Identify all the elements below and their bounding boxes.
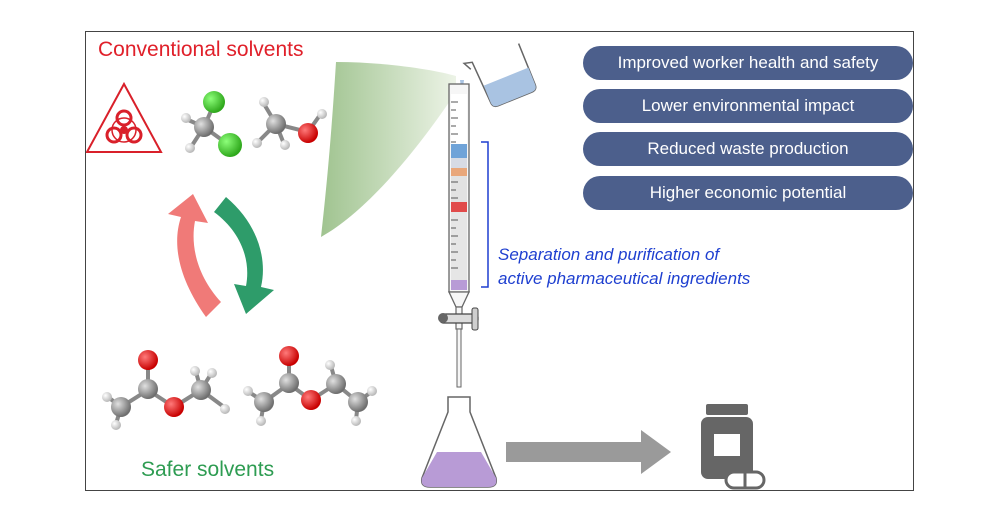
safer-solvents-label: Safer solvents — [141, 458, 275, 481]
benefit-pill-health: Improved worker health and safety — [583, 46, 913, 80]
flask-icon — [420, 396, 498, 488]
diagram-art — [86, 43, 766, 490]
benefit-pill-environment: Lower environmental impact — [583, 89, 913, 123]
column-caption: Separation and purification of active ph… — [498, 243, 750, 291]
arrow-up-red — [168, 194, 221, 317]
chromatography-column — [438, 83, 479, 388]
ethyl-acetate-molecule-1 — [102, 350, 230, 430]
benefit-pill-economic: Higher economic potential — [583, 176, 913, 210]
caption-line-1: Separation and purification of — [498, 245, 720, 264]
ethyl-acetate-molecule-2 — [243, 346, 377, 426]
biohazard-icon — [86, 81, 163, 153]
benefit-pill-waste: Reduced waste production — [583, 132, 913, 166]
graphical-abstract: Conventional solvents Safer solvents Imp… — [85, 31, 914, 491]
medicine-bottle-icon — [701, 404, 766, 490]
methanol-molecule — [252, 97, 327, 150]
conventional-solvents-label: Conventional solvents — [98, 38, 304, 61]
beaker-icon — [462, 43, 537, 108]
caption-line-2: active pharmaceutical ingredients — [498, 269, 751, 288]
bracket — [481, 141, 489, 288]
arrow-down-green — [214, 197, 274, 314]
dichloromethane-molecule — [181, 91, 242, 157]
flow-arrow — [506, 430, 671, 474]
light-beam — [321, 62, 456, 237]
